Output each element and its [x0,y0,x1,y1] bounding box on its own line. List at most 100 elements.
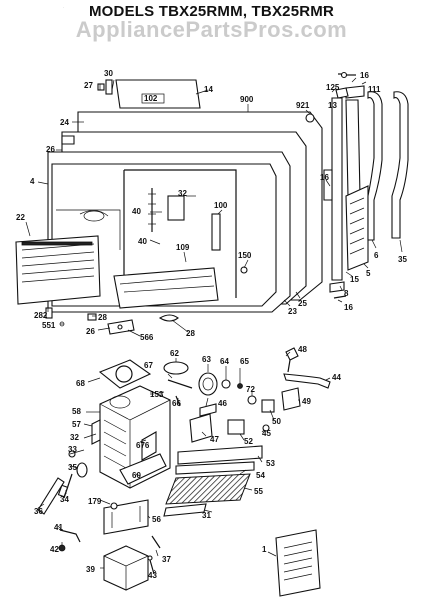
right-top-bracket [335,87,349,99]
label-8: 8 [344,289,349,298]
plug-35 [76,462,88,478]
label-33: 33 [68,445,77,454]
label-42: 42 [50,545,59,554]
label-48: 48 [298,345,307,354]
label-64: 64 [220,357,229,366]
part-72 [247,395,257,405]
part-28 [87,313,97,321]
part-labels-group: 27 30 102 14 900 921 16 125 111 13 24 26… [16,69,407,580]
label-23: 23 [288,307,297,316]
label-65: 65 [240,357,249,366]
label-55: 55 [254,487,263,496]
label-52: 52 [244,437,253,446]
part-921 [305,113,315,123]
door-strip-13 [331,97,343,281]
part-282 [45,307,53,319]
part-46 [199,403,217,417]
label-39: 39 [86,565,95,574]
strip-35 [391,91,409,239]
part-64 [221,379,231,389]
label-67: 67 [144,361,153,370]
label-150: 150 [238,251,252,260]
label-54: 54 [256,471,265,480]
label-551: 551 [42,321,56,330]
part-676 [141,431,157,461]
part-48 [285,347,299,361]
label-6: 6 [374,251,379,260]
manual-booklet-icon [275,529,321,597]
label-16a: 16 [360,71,369,80]
label-28a: 28 [98,313,107,322]
label-5: 5 [366,269,371,278]
label-66: 66 [172,399,181,408]
control-47 [189,413,213,443]
label-25: 25 [298,299,307,308]
bracket-100 [211,213,221,251]
duct-60 [119,453,167,485]
label-49: 49 [302,397,311,406]
label-153: 153 [150,390,164,399]
label-102: 102 [144,94,158,103]
top-bracket-111 [345,85,365,99]
label-111: 111 [368,85,381,94]
label-16b: 16 [320,173,329,182]
bar-53 [177,445,263,465]
label-72: 72 [246,385,255,394]
part-150-clip [240,266,248,274]
label-62: 62 [170,349,179,358]
fan-blade-62 [163,361,189,375]
label-26: 26 [46,145,55,154]
label-15: 15 [350,275,359,284]
label-68: 68 [76,379,85,388]
label-56: 56 [152,515,161,524]
label-53: 53 [266,459,275,468]
label-1: 1 [262,545,267,554]
label-26b: 26 [86,327,95,336]
label-63: 63 [202,355,211,364]
strip-6 [367,91,383,241]
label-32: 32 [178,189,187,198]
label-16c: 16 [344,303,353,312]
hinge-8 [329,281,345,293]
label-32b: 32 [70,433,79,442]
label-566: 566 [140,333,154,342]
hinge-16 [323,169,333,201]
part-30 [105,79,113,95]
label-282: 282 [34,311,48,320]
label-57: 57 [72,420,81,429]
label-125: 125 [326,83,340,92]
label-50: 50 [272,417,281,426]
label-22: 22 [16,213,25,222]
label-27: 27 [84,81,93,90]
label-40b: 40 [138,237,147,246]
part-57 [91,419,101,445]
label-58: 58 [72,407,81,416]
label-44: 44 [332,373,341,382]
label-13: 13 [328,101,337,110]
strip-125 [345,99,361,197]
label-24: 24 [60,118,69,127]
part-65 [237,383,243,389]
watermark: AppliancePartsPros.com [75,17,348,42]
label-40a: 40 [132,207,141,216]
label-35a: 35 [398,255,407,264]
label-45: 45 [262,429,271,438]
label-37: 37 [162,555,171,564]
part-31 [163,503,207,517]
bracket-32 [167,195,185,221]
label-900: 900 [240,95,254,104]
grille-panel [15,235,101,305]
label-676: 676 [136,441,150,450]
thermostat-49 [281,387,301,411]
label-41: 41 [54,523,63,532]
label-43: 43 [148,571,157,580]
label-35b: 35 [68,463,77,472]
bar-54 [175,461,255,475]
label-921: 921 [296,101,310,110]
fan-housing-68 [98,359,152,389]
part-27 [97,83,105,91]
label-179: 179 [88,497,102,506]
part-179 [110,502,118,510]
models-title: MODELS TBX25RMM, TBX25RMR [88,3,335,20]
